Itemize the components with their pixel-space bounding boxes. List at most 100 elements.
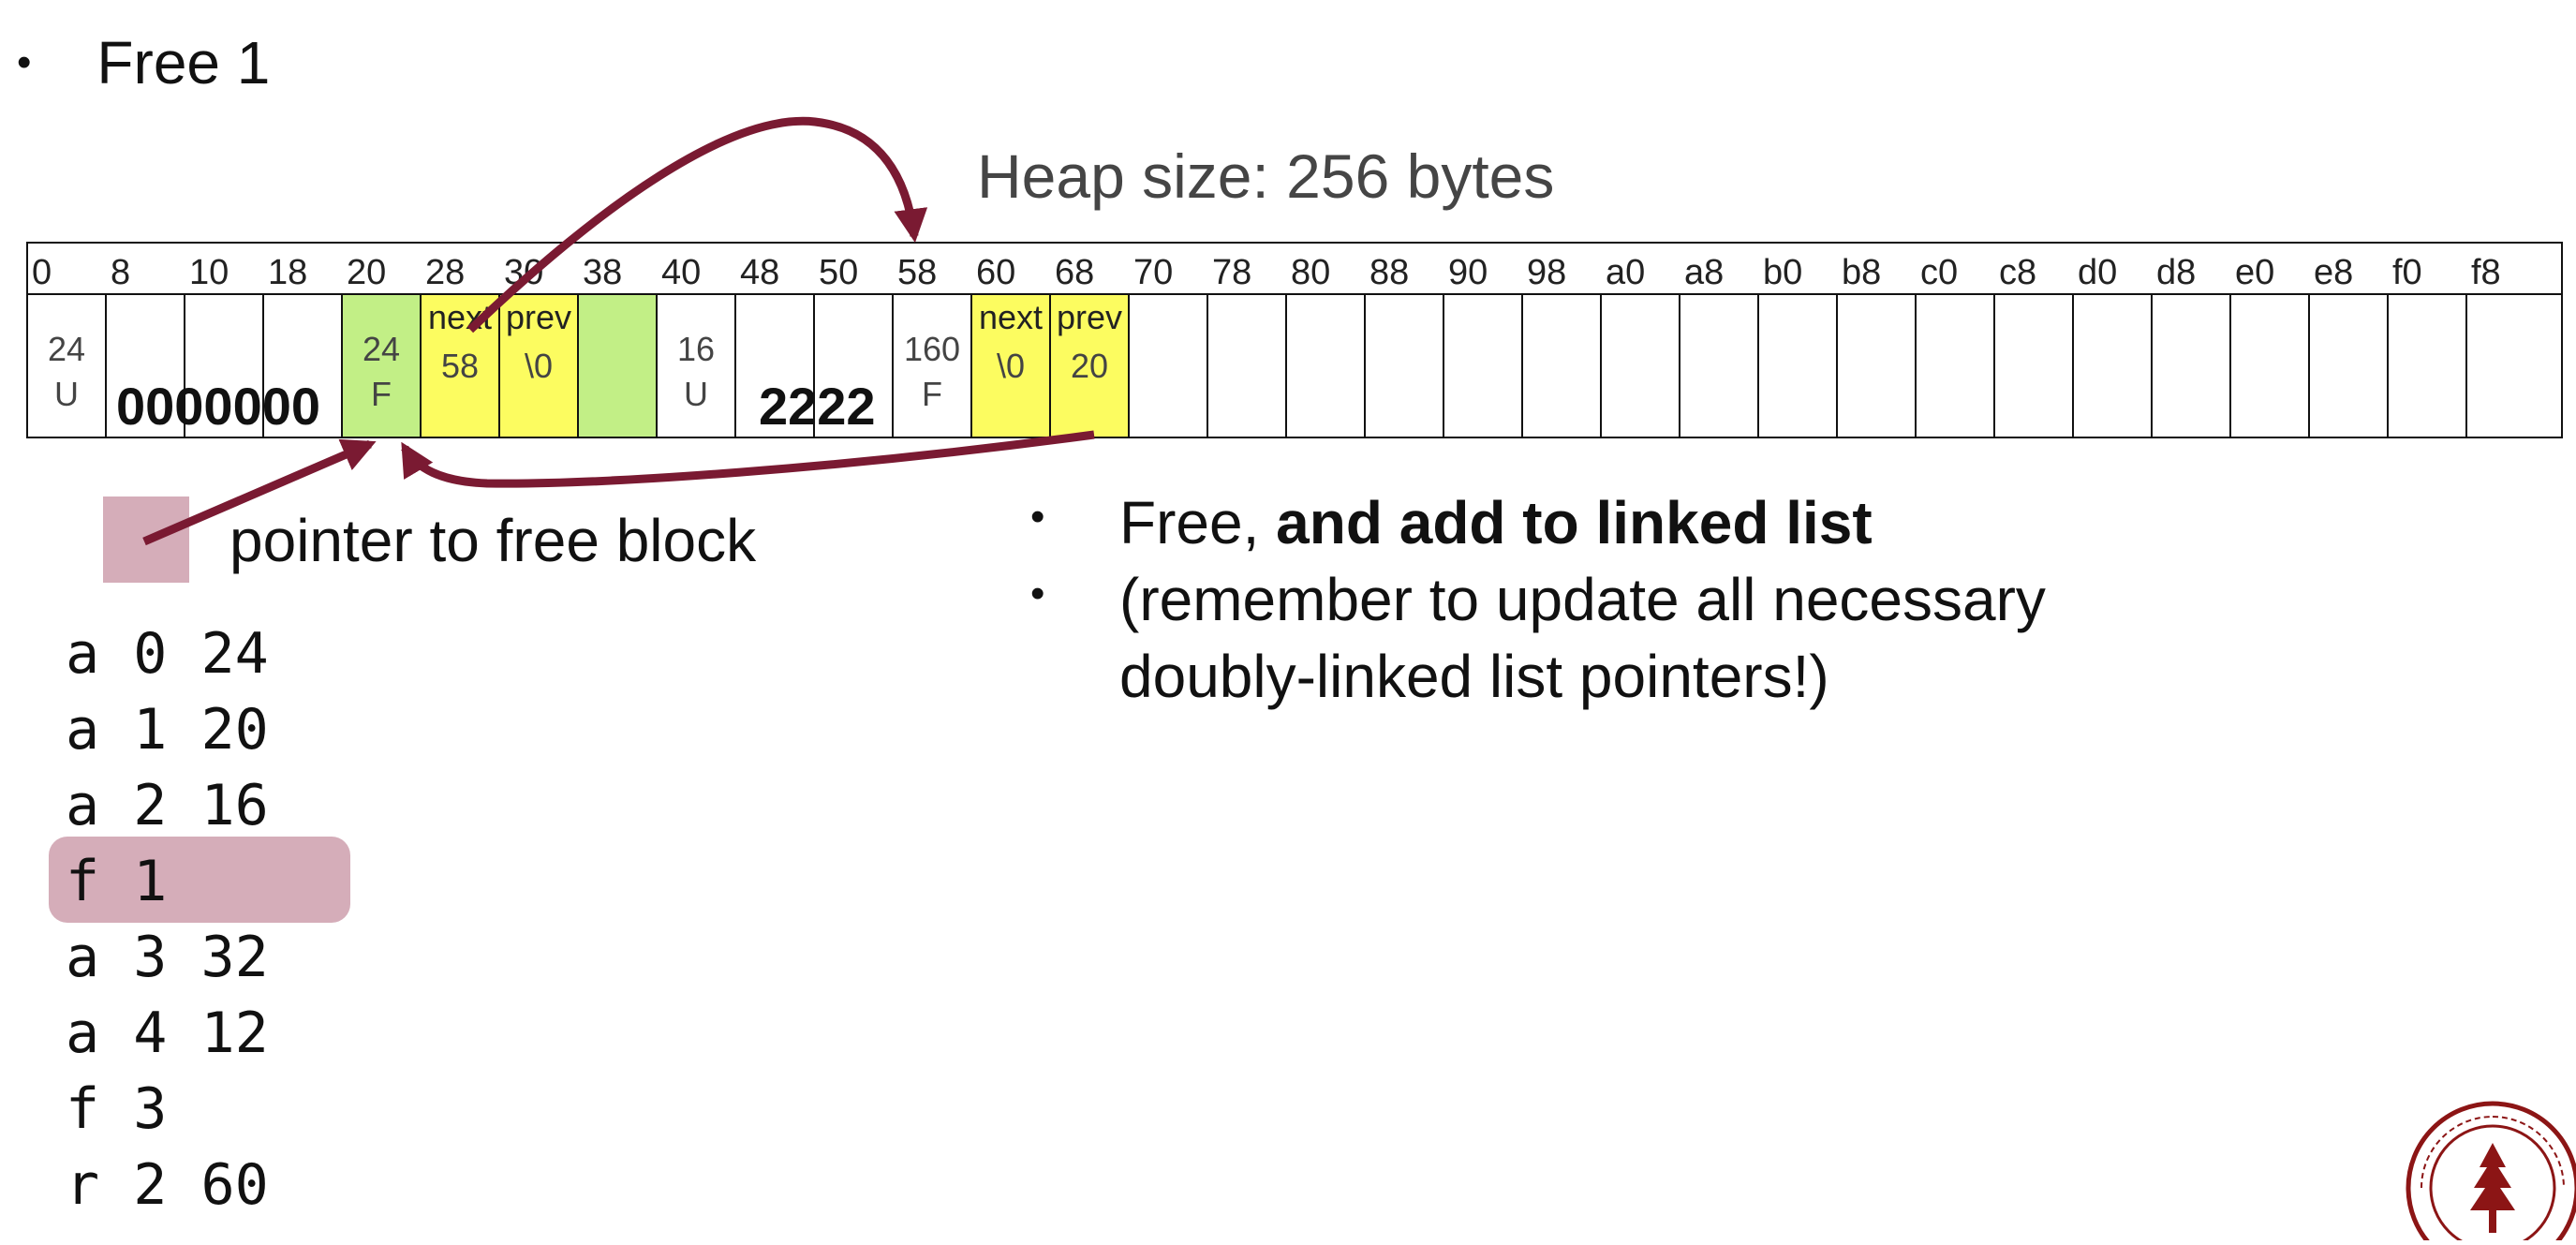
address-label: 50 <box>819 253 859 292</box>
address-label: b8 <box>1842 253 1882 292</box>
block3-prev-label: prev <box>1056 298 1123 336</box>
title-text: Free 1 <box>96 29 271 96</box>
prev-pointer-arrow <box>401 430 1095 488</box>
address-label: 20 <box>347 253 387 292</box>
title-bullet: • <box>17 39 32 85</box>
command-line-current: f 1 <box>66 849 168 914</box>
heap-cell-90 <box>1443 295 1521 438</box>
address-label: c0 <box>1920 253 1959 292</box>
heap-cell-98 <box>1521 295 1600 438</box>
address-label: e8 <box>2314 253 2354 292</box>
address-label: 40 <box>661 253 702 292</box>
address-label: c8 <box>1999 253 2037 292</box>
heap-cell-b0 <box>1757 295 1836 438</box>
heap-cell-a8 <box>1679 295 1757 438</box>
note-text-2: (remember to update all necessary <box>1119 566 2046 633</box>
address-label: 0 <box>32 253 52 292</box>
heap-cell-d8 <box>2151 295 2229 438</box>
command-line: r 2 60 <box>66 1152 269 1218</box>
heap-cell-30: prev \0 <box>498 295 577 438</box>
command-line: a 4 12 <box>66 1000 269 1066</box>
address-label: 60 <box>976 253 1016 292</box>
heap-cell-f0 <box>2387 295 2465 438</box>
command-line: a 1 20 <box>66 697 269 763</box>
heap-cell-b8 <box>1836 295 1915 438</box>
block3-next-label: next <box>978 298 1044 336</box>
address-label: f0 <box>2392 253 2422 292</box>
address-label: 88 <box>1369 253 1410 292</box>
heap-cell-60: next \0 <box>970 295 1049 438</box>
note-bullet: • <box>1030 571 1045 616</box>
stanford-seal-icon <box>2403 1077 2576 1245</box>
heap-cell-88 <box>1364 295 1443 438</box>
heap-cell-10 <box>184 295 262 438</box>
heap-cell-a0 <box>1600 295 1679 438</box>
address-label: a0 <box>1606 253 1646 292</box>
block1-status: F <box>371 375 392 413</box>
heap-cell-28: next 58 <box>420 295 498 438</box>
note-1-plain: Free, <box>1119 489 1277 556</box>
address-label: 30 <box>504 253 544 292</box>
block3-next-value: \0 <box>996 347 1026 385</box>
command-line: a 0 24 <box>66 621 269 687</box>
heap-cell-80 <box>1285 295 1364 438</box>
address-label: 38 <box>583 253 623 292</box>
slide-title: • Free 1 <box>17 28 270 97</box>
address-label: 78 <box>1212 253 1252 292</box>
heap-cell-c0 <box>1915 295 1993 438</box>
heap-cell-e8 <box>2308 295 2387 438</box>
block1-size: 24 <box>362 330 401 368</box>
address-label: b0 <box>1763 253 1803 292</box>
address-label: 28 <box>425 253 466 292</box>
block1-prev-label: prev <box>505 298 572 336</box>
heap-cell-70 <box>1128 295 1207 438</box>
address-label: 58 <box>897 253 938 292</box>
block2-status: U <box>684 375 708 413</box>
legend-swatch <box>103 497 189 583</box>
heap-cell-f8 <box>2465 295 2563 438</box>
heap-cell-58: 160 F <box>892 295 970 438</box>
block1-next-value: 58 <box>440 347 480 385</box>
address-label: d8 <box>2156 253 2197 292</box>
block0-size: 24 <box>47 330 86 368</box>
command-line: f 3 <box>66 1076 168 1142</box>
note-1-bold: and add to linked list <box>1276 489 1873 556</box>
heap-cell-e0 <box>2229 295 2308 438</box>
block0-status: U <box>54 375 79 413</box>
heap-cell-d0 <box>2072 295 2151 438</box>
heap-cell-38 <box>577 295 656 438</box>
heap-cell-78 <box>1207 295 1285 438</box>
heap-cell-18 <box>262 295 341 438</box>
block0-payload: 0000000 <box>116 377 321 436</box>
block3-status: F <box>922 375 942 413</box>
address-label: 68 <box>1055 253 1095 292</box>
address-label: 10 <box>189 253 229 292</box>
address-label: 18 <box>268 253 308 292</box>
note-text-3: doubly-linked list pointers!) <box>1119 643 1829 710</box>
heap-cell-20: 24 F <box>341 295 420 438</box>
heap-cell-40: 16 U <box>656 295 734 438</box>
heap-cell-00: 24 U <box>26 295 105 438</box>
block2-size: 16 <box>676 330 716 368</box>
address-label: 80 <box>1291 253 1331 292</box>
block3-size: 160 <box>903 330 961 368</box>
block1-next-label: next <box>427 298 493 336</box>
address-label: a8 <box>1684 253 1725 292</box>
address-label: f8 <box>2471 253 2501 292</box>
note-bullet: • <box>1030 494 1045 540</box>
current-command-highlight <box>49 837 350 923</box>
heap-cell-c8 <box>1993 295 2072 438</box>
address-label: d0 <box>2078 253 2118 292</box>
note-text-1: Free, and add to linked list <box>1119 493 1873 553</box>
block3-prev-value: 20 <box>1070 347 1109 385</box>
address-label: 98 <box>1527 253 1567 292</box>
heap-cell-08 <box>105 295 184 438</box>
command-line: a 3 32 <box>66 925 269 990</box>
address-label: 8 <box>111 253 131 292</box>
heap-size-label: Heap size: 256 bytes <box>977 141 1555 211</box>
heap-cell-68: prev 20 <box>1049 295 1128 438</box>
block2-payload: 2222 <box>759 377 876 436</box>
legend-label: pointer to free block <box>229 507 757 574</box>
